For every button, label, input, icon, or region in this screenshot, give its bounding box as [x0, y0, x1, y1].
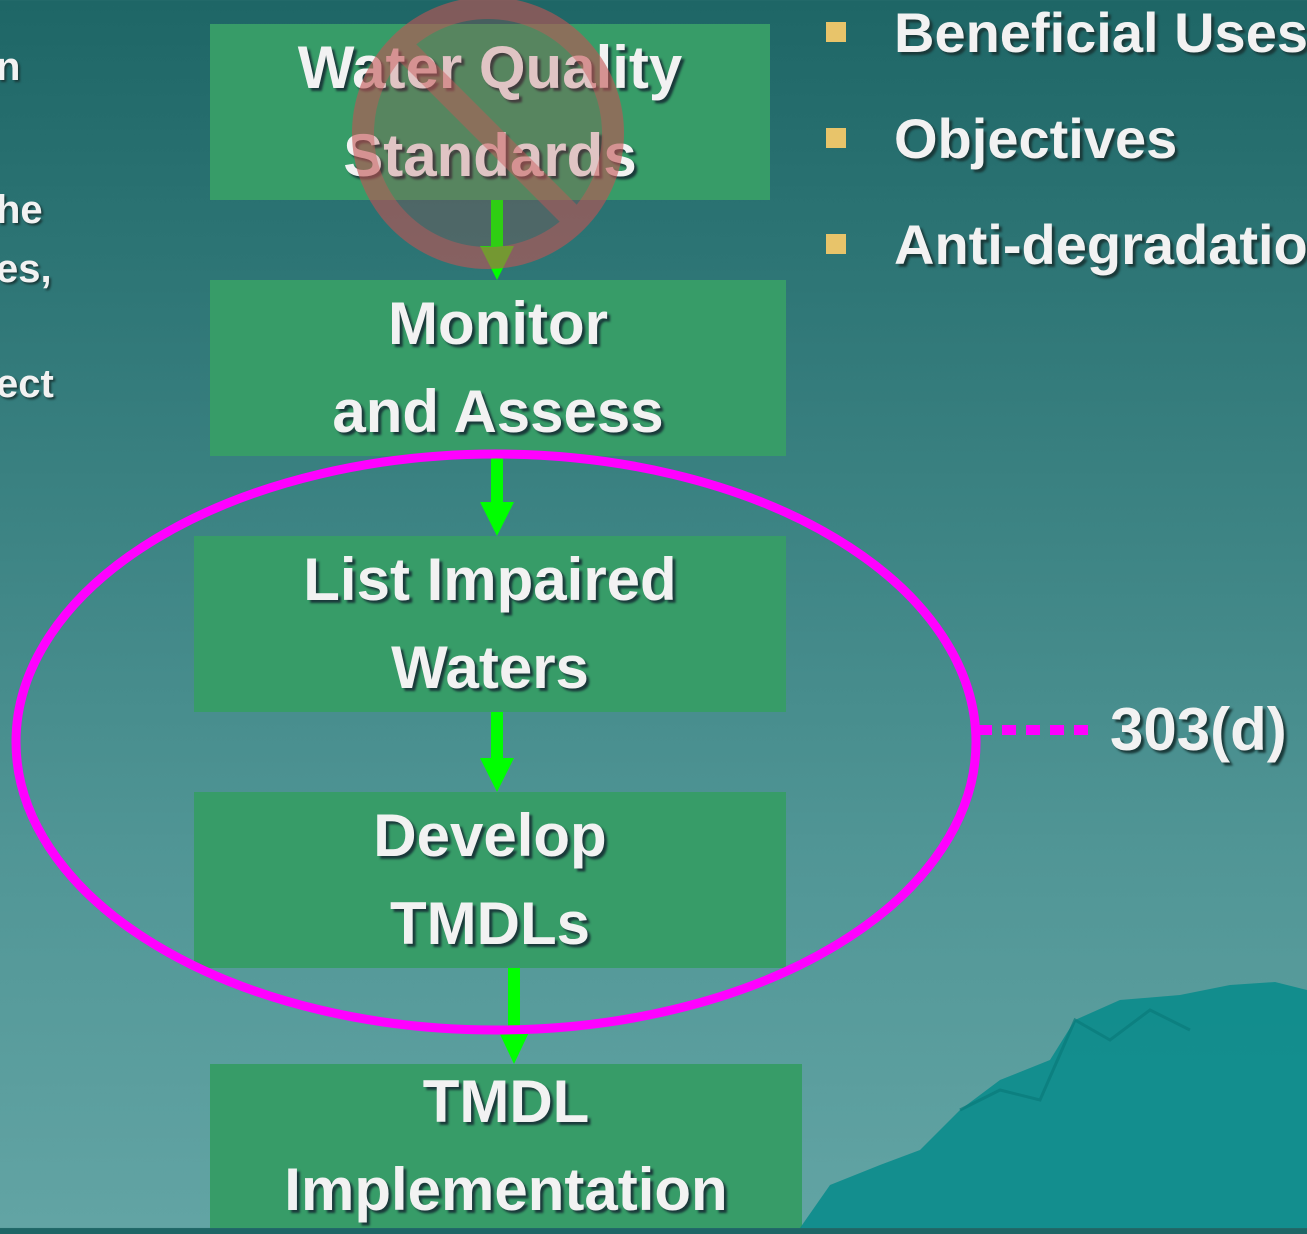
bullet-beneficial-uses: Beneficial Uses [826, 0, 1307, 64]
step-line: Monitor [388, 290, 608, 357]
bullet-text: Objectives [894, 106, 1178, 170]
mountain-shape [800, 982, 1307, 1228]
step-line: List Impaired [303, 546, 677, 613]
bullet-text: Beneficial Uses [894, 0, 1307, 64]
bullet-square-icon [826, 128, 846, 148]
step-monitor-and-assess: Monitor and Assess [210, 280, 786, 456]
303d-label: 303(d) [1110, 696, 1287, 763]
step-water-quality-standards: Water Quality Standards [210, 24, 770, 200]
left-fragment-3: es, [0, 247, 52, 291]
left-fragment-1: n [0, 45, 21, 89]
bullet-text: Anti-degradation [894, 212, 1307, 276]
step-list-impaired-waters: List Impaired Waters [194, 536, 786, 712]
step-tmdl-implementation: TMDL Implementation [210, 1064, 802, 1228]
bullet-square-icon [826, 22, 846, 42]
step-line: Develop [373, 802, 607, 869]
bullet-square-icon [826, 234, 846, 254]
step-line: TMDL [422, 1068, 590, 1135]
step-line: Waters [391, 634, 589, 701]
bullet-anti-degradation: Anti-degradation [826, 212, 1307, 276]
step-line: Implementation [284, 1156, 728, 1223]
arrow-monitor-to-list [480, 456, 514, 536]
left-fragment-2: he [0, 188, 43, 232]
step-develop-tmdls: Develop TMDLs [194, 792, 786, 968]
arrow-develop-to-implementation [497, 968, 531, 1064]
step-line: TMDLs [390, 890, 590, 957]
left-fragment-4: ect [0, 362, 54, 406]
prohibited-icon [352, 0, 624, 269]
bullet-objectives: Objectives [826, 106, 1178, 170]
step-line: and Assess [332, 378, 664, 445]
arrow-list-to-develop [480, 712, 514, 792]
303d-ellipse [11, 449, 981, 1035]
